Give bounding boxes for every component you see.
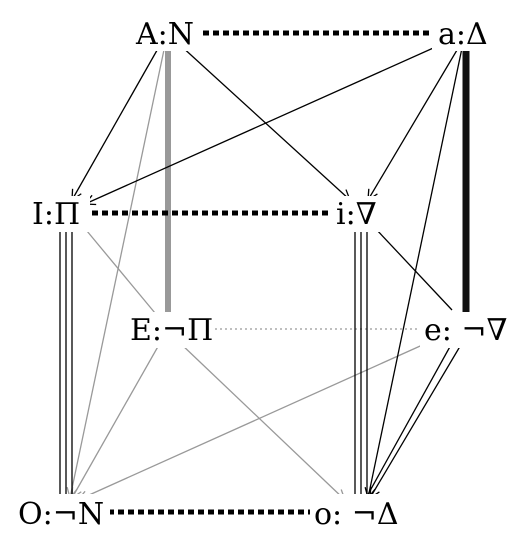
edge-A-O-gray-arrow <box>70 44 166 498</box>
node-i: i:∇ <box>336 197 377 232</box>
node-A: A:N <box>135 17 194 52</box>
node-o: o: ¬Δ <box>314 497 399 532</box>
edge-i-o-triple <box>354 228 368 497</box>
edge-a-o-arrow <box>368 47 463 498</box>
black-edges <box>59 30 470 515</box>
gray-edges <box>70 44 439 500</box>
edge-e-o-arrow-1 <box>370 342 463 498</box>
edge-A-I-arrow <box>72 44 161 200</box>
edge-i-e <box>374 227 453 311</box>
node-e: e: ¬∇ <box>424 313 508 348</box>
node-O: O:¬N <box>18 497 104 532</box>
edge-E-o-gray-arrow <box>179 342 345 500</box>
node-a: a:Δ <box>438 17 488 52</box>
node-labels: A:N a:Δ I:Π i:∇ E:¬Π e: ¬∇ O:¬N o: ¬Δ <box>14 15 510 532</box>
edge-I-O-triple <box>59 228 73 497</box>
edge-e-o-arrow-2 <box>365 342 453 499</box>
edge-e-O-gray-arrow <box>78 337 439 500</box>
edge-A-i-arrow <box>179 44 350 200</box>
edge-E-O-gray-arrow <box>72 342 161 498</box>
edge-a-I-arrow <box>85 44 441 204</box>
node-I: I:Π <box>32 197 80 232</box>
node-E: E:¬Π <box>130 313 213 348</box>
edge-a-i-arrow <box>368 44 461 200</box>
